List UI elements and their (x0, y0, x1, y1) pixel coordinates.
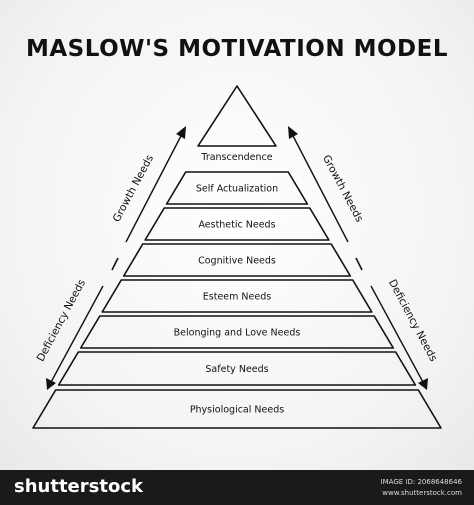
diagram-canvas (0, 0, 474, 470)
pyramid-band (79, 315, 395, 349)
right-deficiency-arrowhead-icon (418, 378, 428, 390)
left-growth-label: Growth Needs (111, 153, 156, 224)
pyramid-band (32, 389, 442, 429)
right-growth-arrow-line (290, 131, 349, 243)
pyramid-apex (197, 85, 277, 147)
image-id-text: IMAGE ID: 2068648646 (380, 478, 462, 486)
left-deficiency-arrowhead-icon (46, 378, 56, 390)
pyramid-level-label: Physiological Needs (190, 405, 284, 416)
right-growth-arrowhead-icon (288, 126, 298, 139)
left-growth-arrowhead-icon (176, 126, 186, 139)
site-url-text: www.shutterstock.com (382, 489, 462, 497)
pyramid-band (165, 171, 309, 205)
left-growth-arrow-line (125, 131, 184, 243)
right-arrow-separator (355, 257, 363, 271)
pyramid-level-label: Esteem Needs (203, 292, 271, 303)
left-deficiency-label: Deficiency Needs (35, 278, 88, 364)
pyramid-level-label: Transcendence (200, 152, 272, 163)
pyramid-level-label: Belonging and Love Needs (174, 328, 301, 339)
pyramid-level-label: Cognitive Needs (198, 256, 276, 267)
pyramid-band (122, 243, 352, 277)
left-deficiency-arrow-line (49, 285, 104, 385)
pyramid-level-label: Self Actualization (196, 184, 278, 195)
pyramid-band (101, 279, 373, 313)
pyramid-band (144, 207, 330, 241)
pyramid-level-label: Safety Needs (205, 364, 268, 375)
footer-bar: shutterstock IMAGE ID: 2068648646 www.sh… (0, 470, 474, 505)
right-deficiency-arrow-line (370, 285, 425, 385)
brand-logo: shutterstock (14, 476, 143, 497)
pyramid-band (57, 351, 417, 386)
right-deficiency-label: Deficiency Needs (386, 278, 439, 364)
left-arrow-separator (111, 257, 119, 271)
page-title: MASLOW'S MOTIVATION MODEL (25, 36, 449, 62)
right-growth-label: Growth Needs (320, 153, 365, 224)
pyramid-level-label: Aesthetic Needs (198, 220, 275, 231)
